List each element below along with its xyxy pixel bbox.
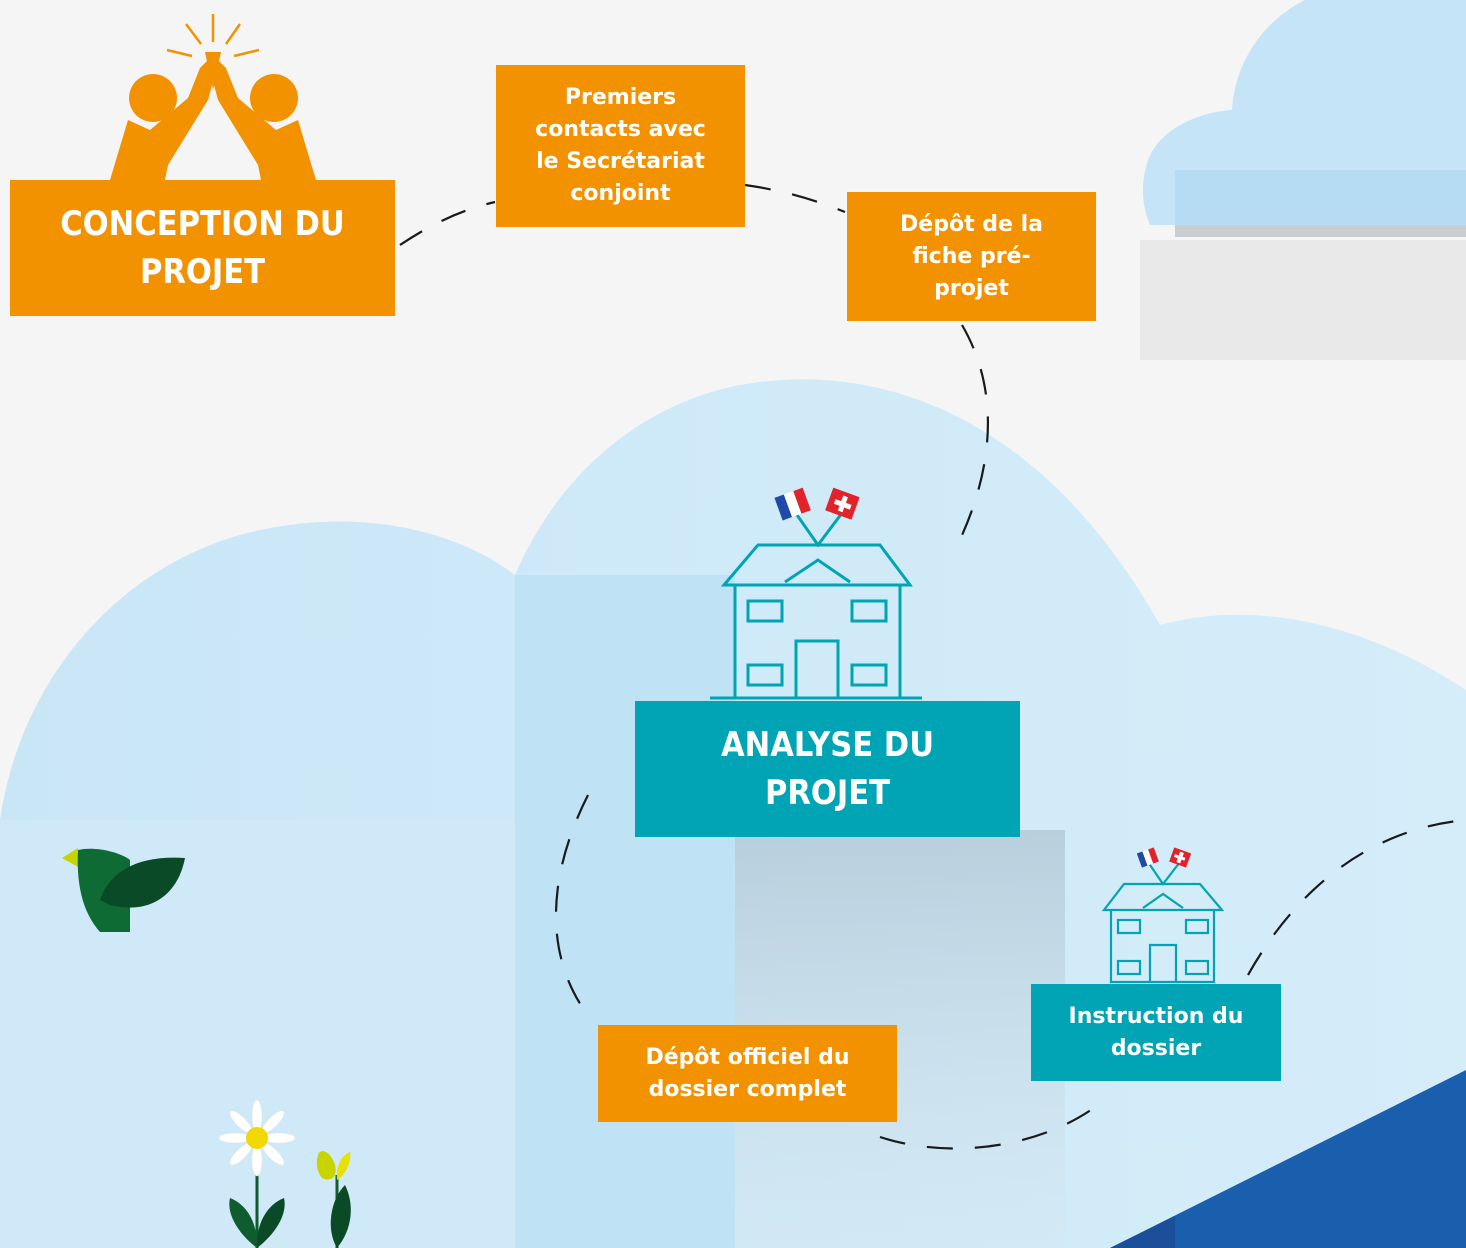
building-with-flags-icon-small	[1101, 861, 1225, 984]
step-depot-fiche-label: Dépôt de la fiche pré-projet	[900, 211, 1043, 301]
switzerland-flag-icon-small	[1169, 847, 1192, 868]
france-flag-icon	[774, 487, 811, 521]
step-analyse: ANALYSE DU PROJET	[635, 701, 1020, 837]
dashed-path	[399, 183, 1466, 1150]
decorative-triangle	[1110, 1070, 1466, 1248]
step-depot-officiel-label: Dépôt officiel du dossier complet	[645, 1044, 850, 1102]
step-instruction: Instruction du dossier	[1031, 984, 1281, 1081]
bird-icon	[62, 848, 185, 932]
step-instruction-label: Instruction du dossier	[1068, 1003, 1244, 1061]
step-premiers-contacts-label: Premiers contacts avec le Secrétariat co…	[535, 85, 706, 206]
france-flag-icon-small	[1136, 847, 1159, 868]
step-premiers-contacts: Premiers contacts avec le Secrétariat co…	[496, 65, 745, 227]
step-depot-fiche: Dépôt de la fiche pré-projet	[847, 192, 1096, 321]
high-five-people-icon	[110, 14, 316, 180]
daisy-flower-icon	[218, 1099, 296, 1248]
cloud-top-right	[1142, 0, 1466, 237]
step-analyse-label: ANALYSE DU PROJET	[720, 725, 935, 813]
building-with-flags-icon	[710, 504, 922, 700]
step-conception-label: CONCEPTION DU PROJET	[60, 204, 345, 292]
tulip-flower-icon	[316, 1151, 351, 1248]
step-depot-officiel: Dépôt officiel du dossier complet	[598, 1025, 897, 1122]
step-conception: CONCEPTION DU PROJET	[10, 180, 395, 316]
switzerland-flag-icon	[825, 487, 860, 520]
